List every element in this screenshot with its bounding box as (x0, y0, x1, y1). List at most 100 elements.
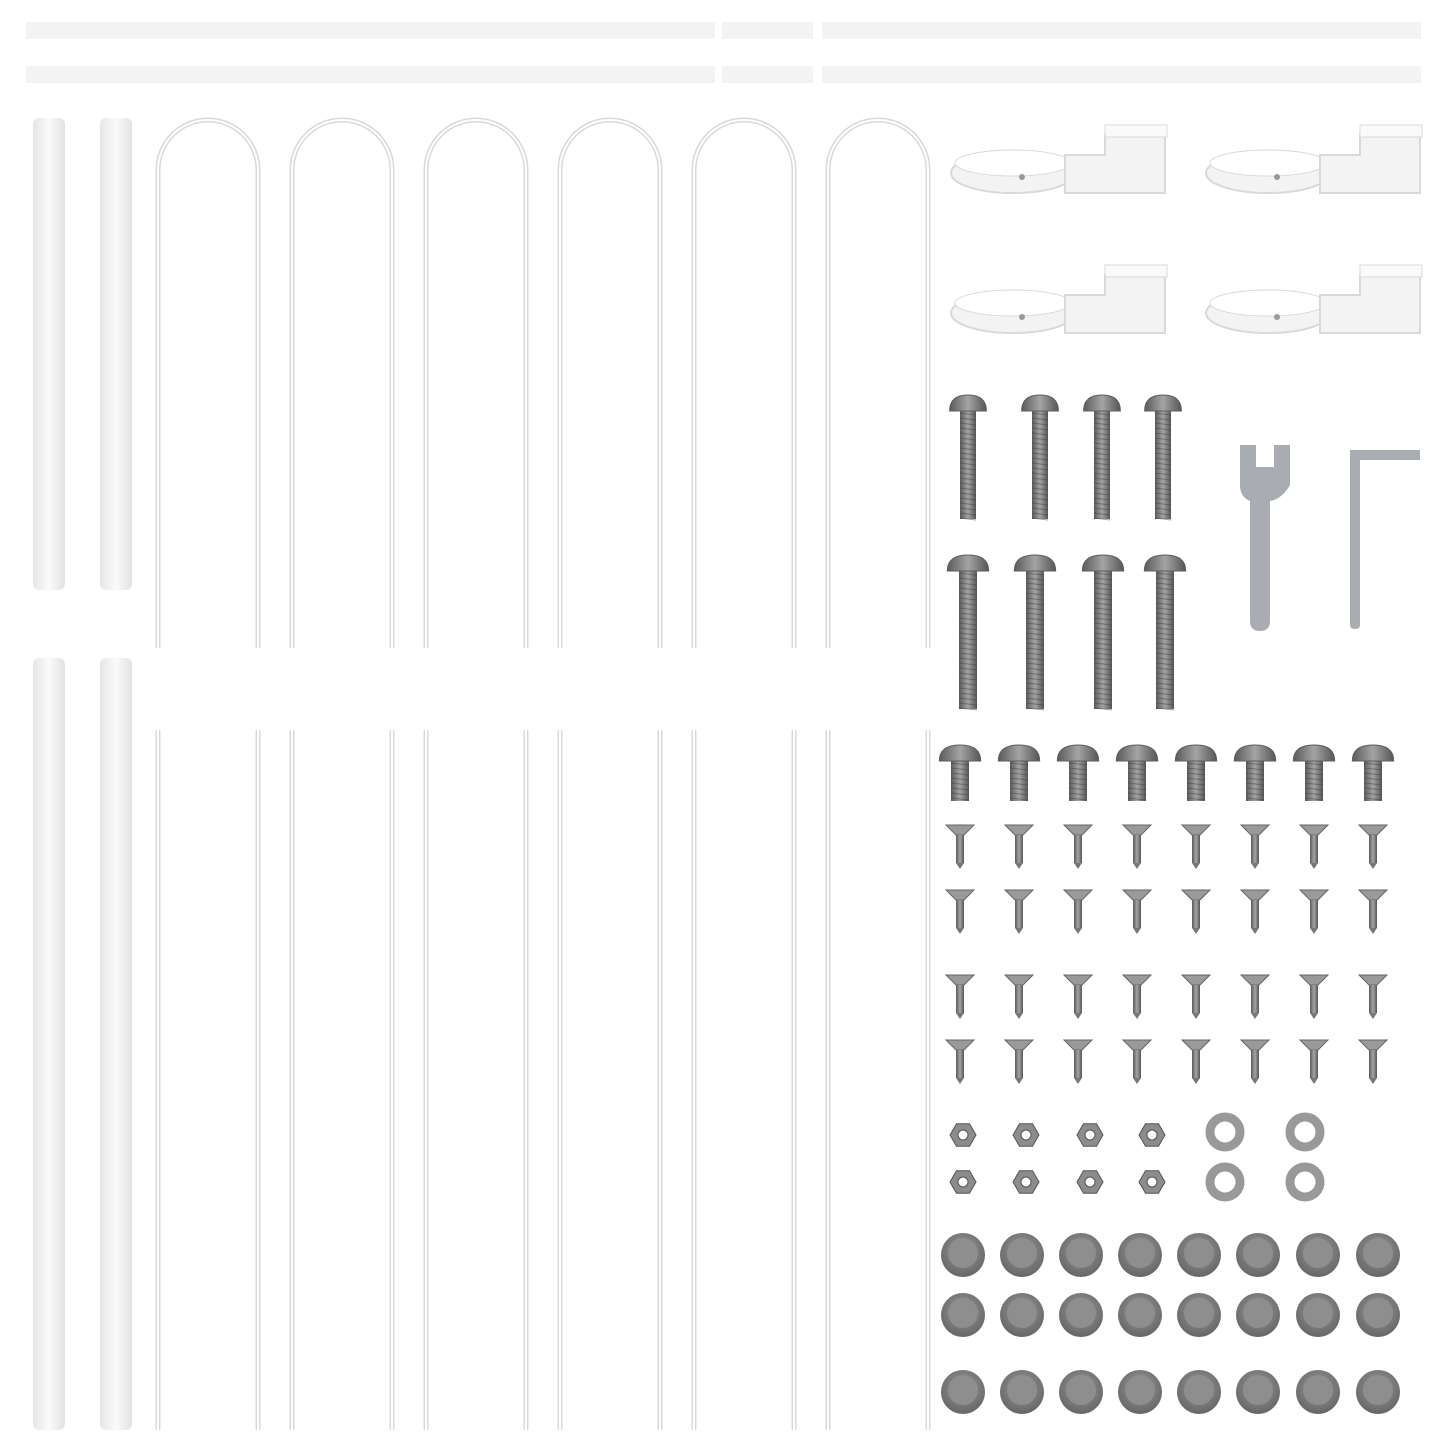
short-bolt (1174, 744, 1218, 801)
long-bolt (1083, 394, 1121, 521)
support-rod (33, 118, 65, 590)
small-screw (1298, 824, 1330, 869)
hex-nut (1076, 1170, 1104, 1194)
long-bolt (1143, 554, 1187, 711)
top-bar (722, 22, 813, 39)
support-rod (100, 118, 132, 590)
small-screw (1180, 974, 1212, 1019)
end-cap (1177, 1370, 1221, 1414)
bracket (1205, 264, 1423, 335)
small-screw (1121, 889, 1153, 934)
hoop-stake (691, 117, 797, 1430)
end-cap (1296, 1370, 1340, 1414)
small-screw (1062, 1039, 1094, 1084)
hex-nut (1076, 1123, 1104, 1147)
long-bolt (1144, 394, 1182, 521)
long-bolt (1013, 554, 1057, 711)
end-cap (1059, 1370, 1103, 1414)
end-cap (1177, 1293, 1221, 1337)
end-cap (1000, 1233, 1044, 1277)
hex-nut (1012, 1170, 1040, 1194)
small-screw (1357, 974, 1389, 1019)
short-bolt (938, 744, 982, 801)
small-screw (1180, 1039, 1212, 1084)
end-cap (1118, 1293, 1162, 1337)
top-bar (26, 22, 715, 39)
wrench-icon (1240, 445, 1290, 631)
hex-nut (1138, 1123, 1166, 1147)
end-cap (941, 1370, 985, 1414)
small-screw (1357, 889, 1389, 934)
small-screw (1357, 824, 1389, 869)
hoop-stake (557, 117, 663, 1430)
hex-nut (949, 1123, 977, 1147)
top-bar (822, 66, 1421, 83)
small-screw (944, 974, 976, 1019)
end-cap (1236, 1370, 1280, 1414)
hex-nut (949, 1170, 977, 1194)
short-bolt (1233, 744, 1277, 801)
washer (1285, 1112, 1325, 1152)
end-cap (1356, 1233, 1400, 1277)
small-screw (1121, 1039, 1153, 1084)
bracket (950, 264, 1168, 335)
small-screw (944, 824, 976, 869)
small-screw (1003, 1039, 1035, 1084)
top-bar (26, 66, 715, 83)
support-rod (100, 658, 132, 1430)
small-screw (1239, 824, 1271, 869)
end-cap (1059, 1233, 1103, 1277)
small-screw (1239, 889, 1271, 934)
top-bar (822, 22, 1421, 39)
small-screw (1239, 974, 1271, 1019)
small-screw (1298, 889, 1330, 934)
end-cap (1000, 1370, 1044, 1414)
small-screw (944, 889, 976, 934)
small-screw (1180, 889, 1212, 934)
short-bolt (1351, 744, 1395, 801)
end-cap (941, 1293, 985, 1337)
small-screw (1062, 974, 1094, 1019)
small-screw (1298, 974, 1330, 1019)
small-screw (1062, 824, 1094, 869)
end-cap (1000, 1293, 1044, 1337)
short-bolt (1056, 744, 1100, 801)
hex-nut (1012, 1123, 1040, 1147)
small-screw (1357, 1039, 1389, 1084)
short-bolt (1115, 744, 1159, 801)
long-bolt (949, 394, 987, 521)
small-screw (1121, 974, 1153, 1019)
washer (1205, 1162, 1245, 1202)
end-cap (1296, 1233, 1340, 1277)
top-bar (722, 66, 813, 83)
washer (1285, 1162, 1325, 1202)
short-bolt (1292, 744, 1336, 801)
small-screw (1003, 824, 1035, 869)
end-cap (1236, 1233, 1280, 1277)
end-cap (1118, 1233, 1162, 1277)
small-screw (1298, 1039, 1330, 1084)
end-cap (1236, 1293, 1280, 1337)
support-rod (33, 658, 65, 1430)
bracket (950, 124, 1168, 194)
hoop-stake (423, 117, 529, 1430)
hoop-stake (825, 117, 931, 1430)
hoop-stake (155, 117, 261, 1430)
end-cap (1296, 1293, 1340, 1337)
end-cap (1059, 1293, 1103, 1337)
end-cap (1177, 1233, 1221, 1277)
end-cap (1356, 1293, 1400, 1337)
hex-nut (1138, 1170, 1166, 1194)
end-cap (1356, 1370, 1400, 1414)
small-screw (1062, 889, 1094, 934)
small-screw (1003, 889, 1035, 934)
washer (1205, 1112, 1245, 1152)
end-cap (1118, 1370, 1162, 1414)
small-screw (1180, 824, 1212, 869)
end-cap (941, 1233, 985, 1277)
hoop-stake (289, 117, 395, 1430)
small-screw (1121, 824, 1153, 869)
small-screw (1239, 1039, 1271, 1084)
short-bolt (997, 744, 1041, 801)
